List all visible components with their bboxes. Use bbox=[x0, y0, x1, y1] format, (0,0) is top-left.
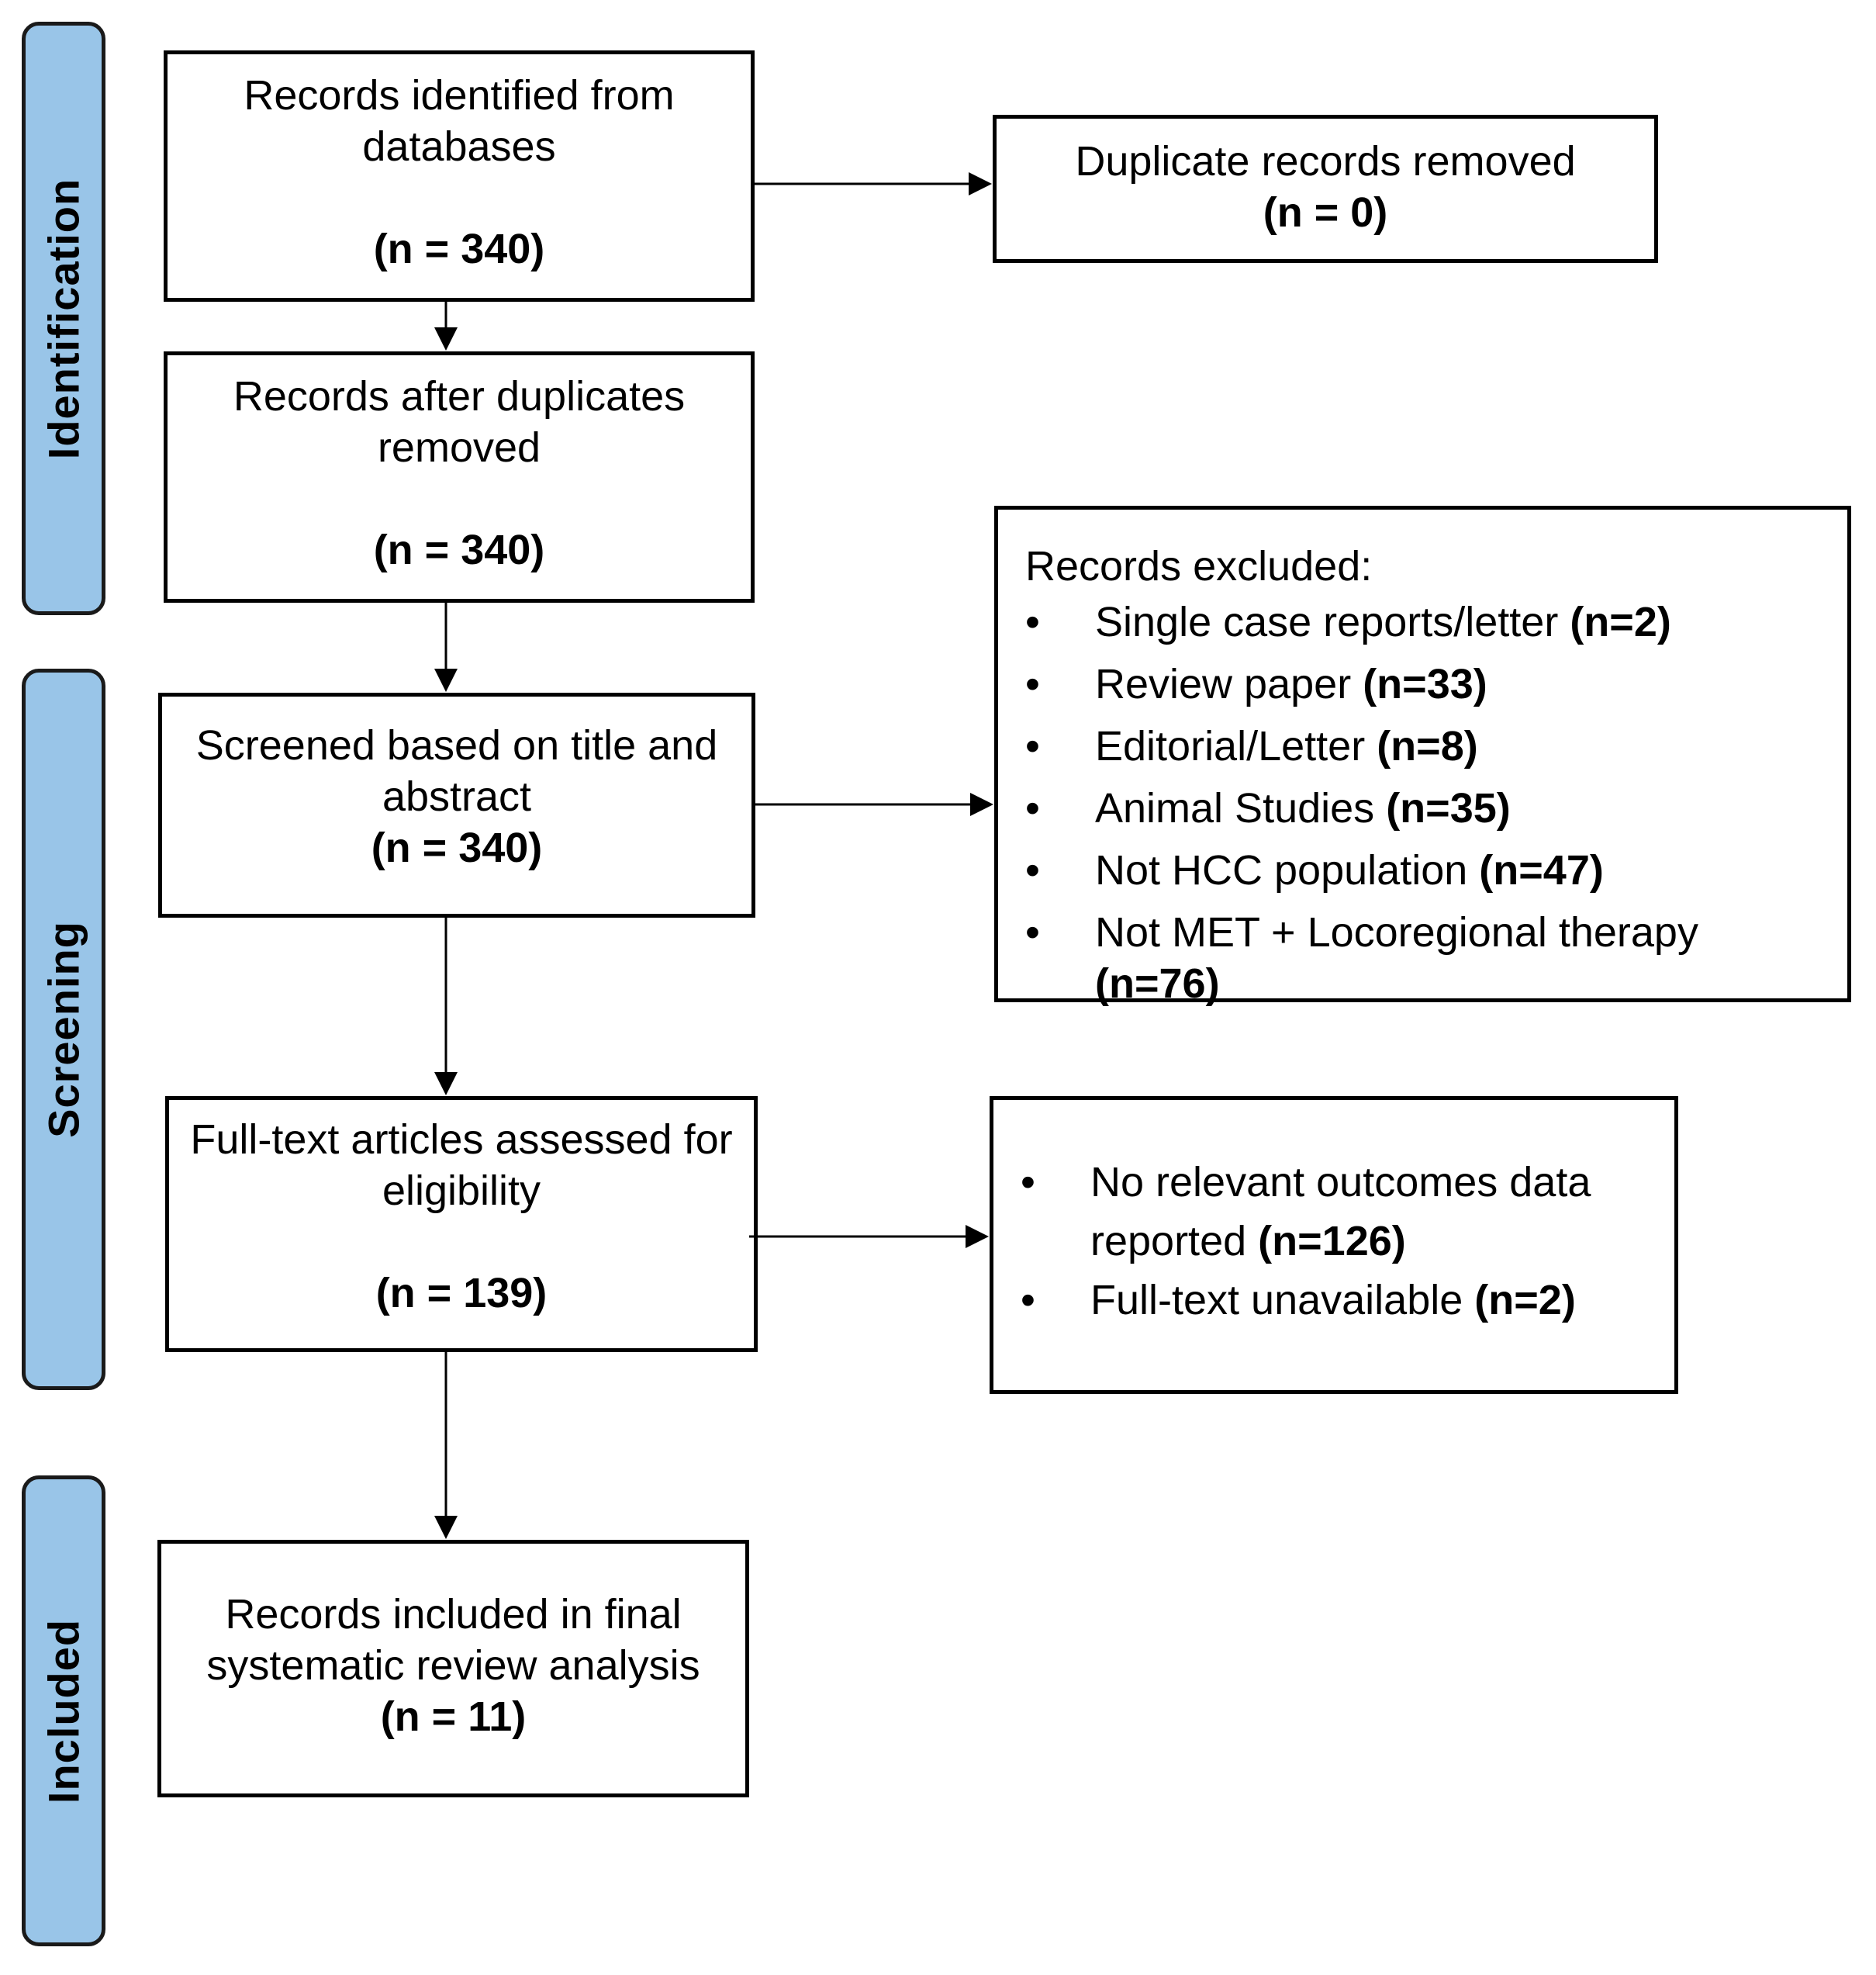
duplicates-removed-count: (n = 0) bbox=[1263, 189, 1388, 236]
records-after-duplicates-line2: removed bbox=[377, 424, 541, 471]
bullet-icon: • bbox=[1025, 661, 1040, 707]
excluded-item-label: Animal Studies bbox=[1095, 785, 1375, 832]
excluded-item: • Animal Studies (n=35) bbox=[1025, 783, 1824, 845]
excluded-item-label: Editorial/Letter bbox=[1095, 723, 1366, 770]
excluded-item-count: (n=35) bbox=[1386, 785, 1511, 832]
records-identified-line1: Records identified from bbox=[244, 72, 675, 119]
records-excluded-title: Records excluded: bbox=[1025, 543, 1373, 590]
fulltext-assessed-line1: Full-text articles assessed for bbox=[190, 1116, 733, 1163]
records-included-line2: systematic review analysis bbox=[206, 1642, 700, 1689]
records-included-box: Records included in final systematic rev… bbox=[157, 1540, 749, 1797]
screened-count: (n = 340) bbox=[371, 825, 543, 871]
excluded-item-count: (n=8) bbox=[1377, 723, 1478, 770]
fulltext-excluded-item-label: Full-text unavailable bbox=[1090, 1277, 1463, 1323]
fulltext-excluded-box: • No relevant outcomes data reported (n=… bbox=[990, 1096, 1678, 1394]
bullet-icon: • bbox=[1025, 723, 1040, 770]
excluded-item: • Review paper (n=33) bbox=[1025, 659, 1824, 721]
excluded-item-label: Review paper bbox=[1095, 661, 1352, 707]
records-identified-box: Records identified from databases (n = 3… bbox=[164, 50, 755, 302]
excluded-item-label: Not HCC population bbox=[1095, 847, 1468, 894]
stage-identification: Identification bbox=[22, 22, 105, 615]
records-after-duplicates-box: Records after duplicates removed (n = 34… bbox=[164, 351, 755, 603]
excluded-item: • Single case reports/letter (n=2) bbox=[1025, 597, 1824, 659]
fulltext-excluded-item-label2: reported bbox=[1090, 1218, 1247, 1264]
records-after-duplicates-line1: Records after duplicates bbox=[233, 373, 686, 420]
records-included-count: (n = 11) bbox=[380, 1693, 527, 1740]
excluded-item-label: Not MET + Locoregional therapy bbox=[1095, 909, 1698, 956]
bullet-icon: • bbox=[1025, 785, 1040, 832]
fulltext-assessed-box: Full-text articles assessed for eligibil… bbox=[165, 1096, 758, 1352]
records-identified-line2: databases bbox=[362, 123, 556, 170]
fulltext-excluded-item-count: (n=126) bbox=[1258, 1218, 1406, 1264]
stage-included: Included bbox=[22, 1475, 105, 1946]
records-after-duplicates-count: (n = 340) bbox=[373, 527, 545, 573]
excluded-item-count: (n=33) bbox=[1363, 661, 1487, 707]
records-identified-count: (n = 340) bbox=[373, 226, 545, 272]
screened-line2: abstract bbox=[382, 773, 532, 820]
screened-line1: Screened based on title and bbox=[195, 722, 718, 769]
bullet-icon: • bbox=[1025, 847, 1040, 894]
excluded-item: • Not HCC population (n=47) bbox=[1025, 845, 1824, 907]
excluded-item: • Editorial/Letter (n=8) bbox=[1025, 721, 1824, 783]
stage-screening: Screening bbox=[22, 669, 105, 1390]
duplicates-removed-line1: Duplicate records removed bbox=[1075, 138, 1576, 185]
fulltext-excluded-item: • Full-text unavailable (n=2) bbox=[1021, 1271, 1651, 1330]
fulltext-excluded-item: • No relevant outcomes data reported (n=… bbox=[1021, 1153, 1651, 1271]
excluded-item-count: (n=2) bbox=[1570, 599, 1671, 645]
bullet-icon: • bbox=[1025, 599, 1040, 645]
fulltext-assessed-count: (n = 139) bbox=[375, 1270, 548, 1316]
fulltext-excluded-item-count: (n=2) bbox=[1474, 1277, 1576, 1323]
bullet-icon: • bbox=[1021, 1159, 1035, 1205]
bullet-icon: • bbox=[1021, 1277, 1035, 1323]
bullet-icon: • bbox=[1025, 909, 1040, 956]
fulltext-assessed-line2: eligibility bbox=[382, 1167, 541, 1214]
excluded-item: • Not MET + Locoregional therapy (n=76) bbox=[1025, 907, 1824, 1007]
fulltext-excluded-item-label: No relevant outcomes data bbox=[1090, 1159, 1591, 1205]
excluded-item-label: Single case reports/letter bbox=[1095, 599, 1559, 645]
excluded-item-count: (n=47) bbox=[1479, 847, 1604, 894]
records-excluded-box: Records excluded: • Single case reports/… bbox=[994, 506, 1851, 1007]
excluded-item-count: (n=76) bbox=[1095, 960, 1220, 1007]
screened-box: Screened based on title and abstract (n … bbox=[158, 693, 755, 918]
records-included-line1: Records included in final bbox=[225, 1591, 682, 1638]
duplicates-removed-box: Duplicate records removed (n = 0) bbox=[993, 115, 1658, 263]
